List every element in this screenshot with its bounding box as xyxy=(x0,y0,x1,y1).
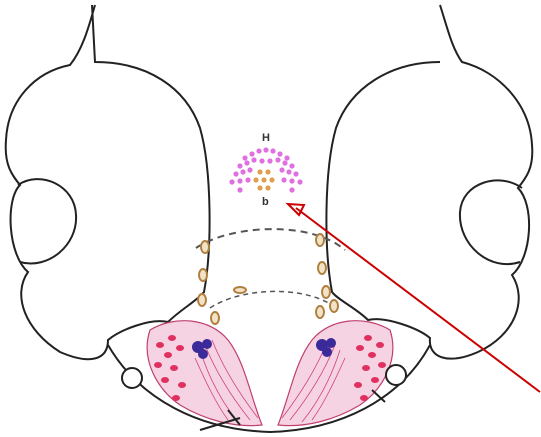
brown-ovals xyxy=(198,234,338,324)
left-pink-region xyxy=(147,321,262,426)
magenta-dot-cluster xyxy=(229,147,302,192)
right-lobe xyxy=(326,5,532,359)
left-small-circle xyxy=(122,368,142,388)
orange-dot-cluster xyxy=(253,169,274,190)
left-lobe xyxy=(6,5,210,359)
right-pink-region xyxy=(278,321,393,426)
label-h: H xyxy=(262,132,270,144)
lower-dashed-arc xyxy=(210,291,332,308)
right-small-circle xyxy=(386,365,406,385)
label-b: b xyxy=(262,196,269,208)
